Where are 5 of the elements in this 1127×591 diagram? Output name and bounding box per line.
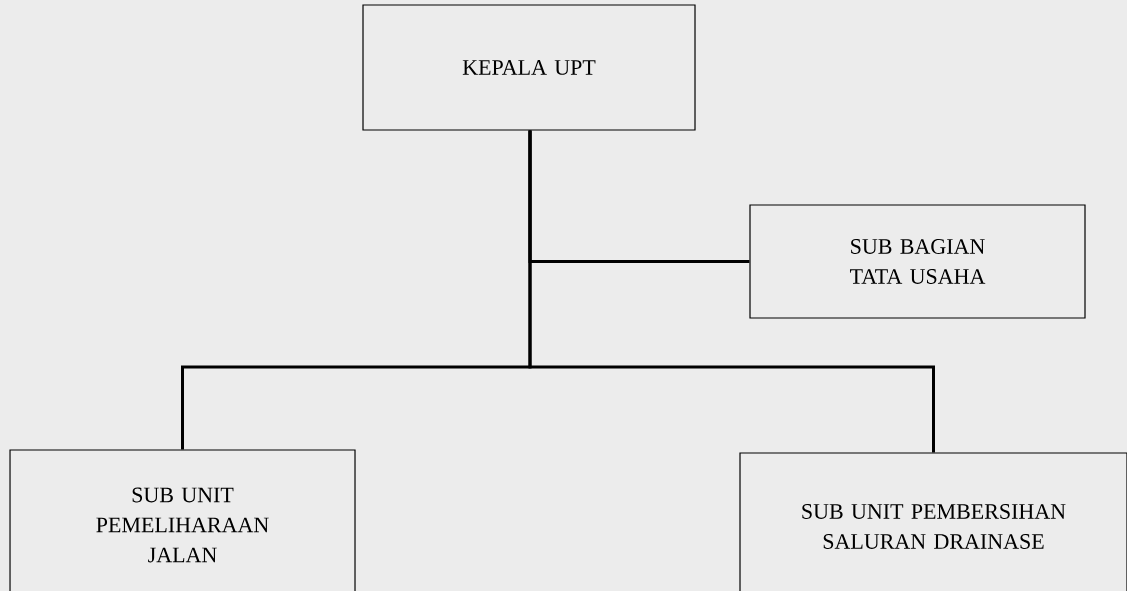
org-box: SUB UNIT PEMELIHARAAN JALAN: [9, 449, 356, 591]
connector-line: [528, 130, 935, 453]
org-box: SUB BAGIAN TATA USAHA: [749, 204, 1086, 319]
org-box: SUB UNIT PEMBERSIHAN SALURAN DRAINASE: [739, 452, 1127, 591]
org-box: KEPALA UPT: [362, 4, 696, 131]
